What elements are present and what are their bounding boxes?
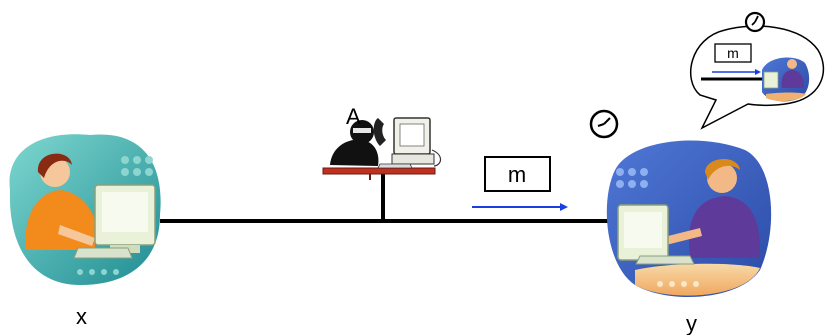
thought-bubble bbox=[689, 11, 825, 130]
node-y-label: y bbox=[686, 311, 697, 335]
clock-icon bbox=[744, 11, 766, 33]
clock-icon bbox=[589, 109, 619, 139]
node-x-label: x bbox=[76, 304, 87, 329]
message-box bbox=[484, 156, 551, 192]
bubble-message-label: m bbox=[727, 45, 739, 61]
attacker-label: A bbox=[346, 104, 361, 129]
bubble-message-box bbox=[714, 43, 752, 63]
mini-user-y-icon bbox=[762, 57, 810, 102]
message-label: m bbox=[508, 162, 526, 187]
user-x-icon bbox=[9, 134, 161, 285]
attacker-icon bbox=[322, 117, 442, 180]
user-y-icon bbox=[606, 140, 772, 297]
